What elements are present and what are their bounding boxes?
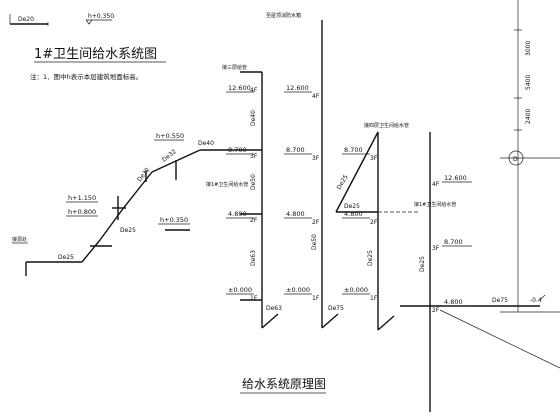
- riser-2-pipe-de75: De75: [328, 305, 344, 312]
- riser-4-floor-3f: 3F: [432, 245, 440, 252]
- riser-1-pipe-de63-bottom: De63: [266, 305, 282, 312]
- riser-2-level-4800: 4.800: [286, 210, 305, 218]
- riser-4-level-8700: 8.700: [444, 238, 463, 246]
- riser-2-floor-1f: 1F: [312, 295, 320, 302]
- riser-1-floor-2f: 2F: [250, 217, 258, 224]
- riser-4-level-12600: 12.600: [444, 174, 467, 182]
- level-h-0550: h+0.550: [156, 132, 184, 140]
- riser-3-pipe-de25-c: De25: [367, 250, 374, 266]
- riser-3-branch-note: 接1#卫生间给水管: [414, 201, 456, 208]
- riser-3-floor-2f: 2F: [370, 219, 378, 226]
- level-label-top: h+0.350: [88, 13, 114, 20]
- pipe-label-de25-a: De25: [120, 227, 136, 234]
- riser-2-pipe-de50: De50: [311, 234, 318, 250]
- riser-2-level-12600: 12.600: [286, 84, 309, 92]
- entry-label: 接源处: [12, 236, 27, 243]
- riser-1-level-4800: 4.800: [228, 210, 247, 218]
- riser-1: 接三层给管 接1#卫生间给水管 12.600 8.700 4.800 ±0.00…: [206, 64, 282, 329]
- riser-2-header: 至屋顶消防水箱: [266, 12, 301, 19]
- riser-1-level-8700: 8.700: [228, 146, 247, 154]
- riser-1-level-0000: ±0.000: [228, 286, 252, 294]
- dim-3000: 3000: [525, 41, 532, 56]
- pipe-label-de25-b: De25: [58, 254, 74, 261]
- riser-2-floor-4f: 4F: [312, 93, 320, 100]
- riser-1-header: 接三层给管: [222, 64, 247, 71]
- left-system: 接源处 De40 De32 De32 De25 De25 h+0.550 h+1…: [12, 132, 240, 276]
- page-title: 1#卫生间给水系统图: [34, 47, 157, 62]
- pipe-label-de40: De40: [198, 140, 214, 147]
- axis-label: D: [513, 156, 518, 163]
- riser-4-right-level: -0.4: [530, 297, 542, 304]
- bottom-title: 给水系统原理图: [242, 377, 326, 391]
- riser-1-level-12600: 12.600: [228, 84, 251, 92]
- riser-4-floor-4f: 4F: [432, 181, 440, 188]
- level-h-0350: h+0.350: [160, 216, 188, 224]
- riser-3-level-8700: 8.700: [344, 146, 363, 154]
- riser-1-pipe-de63: De63: [250, 250, 257, 266]
- riser-3-pipe-de25-b: De25: [344, 203, 360, 210]
- riser-2-floor-3f: 3F: [312, 155, 320, 162]
- riser-3: 接四层卫生间给水管 接1#卫生间给水管 8.700 4.800 ±0.000 3…: [335, 122, 456, 331]
- riser-3-level-0000: ±0.000: [344, 286, 368, 294]
- dim-5400: 5400: [525, 75, 532, 90]
- riser-1-pipe-de40: De40: [250, 110, 257, 126]
- riser-2: 至屋顶消防水箱 12.600 8.700 4.800 ±0.000 4F 3F …: [266, 12, 344, 329]
- riser-1-floor-4f: 4F: [250, 87, 258, 94]
- level-h-0800: h+0.800: [68, 208, 96, 216]
- riser-2-floor-2f: 2F: [312, 219, 320, 226]
- riser-4-floor-2f: 2F: [432, 307, 440, 314]
- riser-3-floor-3f: 3F: [370, 155, 378, 162]
- note-text: 注：1．图中h表示本层建筑地面标高。: [30, 72, 142, 81]
- riser-4-pipe-de25: De25: [419, 256, 426, 272]
- riser-1-branch-note: 接1#卫生间给水管: [206, 181, 248, 188]
- riser-4: -0.4 12.600 8.700 4.800 4F 3F 2F De25 De…: [400, 132, 546, 412]
- left-system-top: De20 h+0.350 1#卫生间给水系统图 注：1．图中h表示本层建筑地面标…: [9, 13, 166, 81]
- dim-2400: 2400: [525, 109, 532, 124]
- riser-3-level-4800: 4.800: [344, 210, 363, 218]
- level-h-1150: h+1.150: [68, 194, 96, 202]
- riser-3-floor-1f: 1F: [370, 295, 378, 302]
- pipe-label-top: De20: [18, 16, 34, 23]
- riser-1-floor-1f: 1F: [250, 295, 258, 302]
- riser-4-level-4800: 4.800: [444, 298, 463, 306]
- riser-2-level-0000: ±0.000: [286, 286, 310, 294]
- riser-3-header: 接四层卫生间给水管: [364, 122, 409, 129]
- riser-1-floor-3f: 3F: [250, 153, 258, 160]
- riser-1-pipe-de50: De50: [250, 174, 257, 190]
- axis-bubble: [508, 150, 524, 166]
- riser-4-pipe-de75: De75: [492, 297, 508, 304]
- grid-axis: 3000 5400 2400 D: [439, 0, 560, 369]
- riser-2-level-8700: 8.700: [286, 146, 305, 154]
